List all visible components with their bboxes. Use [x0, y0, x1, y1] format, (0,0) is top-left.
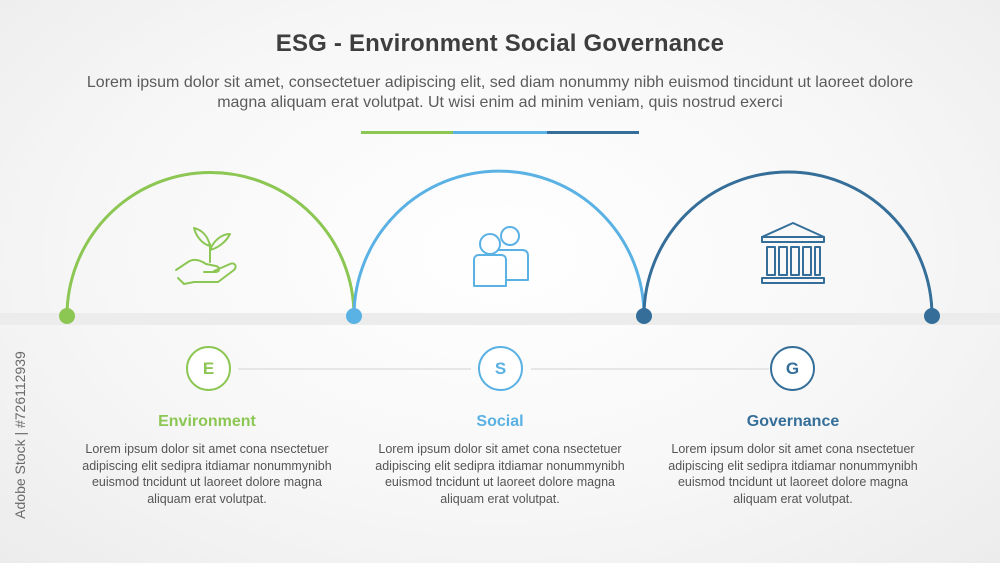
node-dot	[924, 308, 940, 324]
letter-badge-s: S	[478, 346, 523, 391]
divider-green	[361, 131, 453, 134]
arc-social	[352, 169, 646, 317]
plant-in-hand-icon	[175, 227, 237, 285]
letter-badge-e: E	[186, 346, 231, 391]
divider-blue	[453, 131, 547, 134]
arc-governance	[642, 170, 934, 317]
page-title: ESG - Environment Social Governance	[275, 30, 725, 57]
people-icon	[473, 226, 529, 287]
letter-badge-g: G	[770, 346, 815, 391]
page-subtitle: Lorem ipsum dolor sit amet, consectetuer…	[86, 74, 914, 111]
column-description-governance: Lorem ipsum dolor sit amet cona nsectetu…	[668, 442, 918, 506]
column-description-environment: Lorem ipsum dolor sit amet cona nsectetu…	[82, 442, 332, 506]
stock-watermark-id: Adobe Stock | #726112939	[12, 351, 28, 519]
column-title-social: Social	[476, 413, 524, 430]
divider-navy	[547, 131, 639, 134]
connector-line	[238, 368, 471, 370]
baseline-band	[0, 313, 1000, 325]
node-dot	[59, 308, 75, 324]
node-dot	[636, 308, 652, 324]
node-dot	[346, 308, 362, 324]
government-building-icon	[761, 222, 825, 284]
column-description-social: Lorem ipsum dolor sit amet cona nsectetu…	[375, 442, 625, 506]
connector-line	[531, 368, 769, 370]
column-title-environment: Environment	[158, 413, 256, 430]
column-title-governance: Governance	[746, 413, 840, 430]
arc-environment	[65, 171, 356, 317]
